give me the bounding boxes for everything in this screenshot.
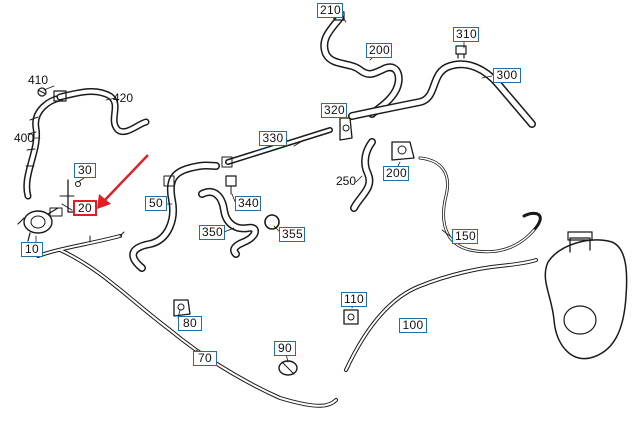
callout-100[interactable]: 100 <box>399 318 427 333</box>
ring-355 <box>264 214 280 230</box>
label-420: 420 <box>113 91 134 105</box>
line-100 <box>344 258 538 372</box>
hose-350 <box>198 188 259 258</box>
callout-110[interactable]: 110 <box>341 292 367 307</box>
highlight-arrow <box>97 154 149 209</box>
clip-310 <box>455 45 467 59</box>
pipe-330 <box>221 127 333 168</box>
callout-70[interactable]: 70 <box>193 351 217 366</box>
valve-200-lower <box>391 141 415 161</box>
callout-80[interactable]: 80 <box>178 316 202 331</box>
label-400: 400 <box>14 131 35 145</box>
line-150 <box>418 156 542 254</box>
clip-80 <box>173 299 191 317</box>
callout-10[interactable]: 10 <box>21 242 43 257</box>
callout-20[interactable]: 20 <box>73 200 97 216</box>
callout-350[interactable]: 350 <box>199 225 225 240</box>
callout-320[interactable]: 320 <box>321 103 347 118</box>
hose-420 <box>53 87 150 136</box>
hose-300 <box>348 60 536 128</box>
callout-90[interactable]: 90 <box>274 341 296 356</box>
label-410: 410 <box>28 73 49 87</box>
connector-320 <box>339 117 353 141</box>
hose-400 <box>23 94 64 200</box>
hose-200-upper <box>320 11 403 118</box>
callout-355[interactable]: 355 <box>279 227 305 242</box>
clip-410 <box>37 87 47 97</box>
callout-30[interactable]: 30 <box>74 163 96 178</box>
expansion-tank <box>544 231 628 360</box>
callout-210[interactable]: 210 <box>317 3 343 18</box>
callout-300[interactable]: 300 <box>493 68 521 83</box>
callout-50[interactable]: 50 <box>145 196 167 211</box>
clamp-340 <box>225 175 237 195</box>
callout-330[interactable]: 330 <box>259 131 287 146</box>
callout-200-upper[interactable]: 200 <box>366 43 392 58</box>
label-250: 250 <box>336 174 357 188</box>
pump-10 <box>17 207 63 242</box>
callout-150[interactable]: 150 <box>452 229 478 244</box>
clip-110 <box>343 309 359 325</box>
callout-310[interactable]: 310 <box>453 27 479 42</box>
hose-50 <box>129 161 220 272</box>
hose-250 <box>350 138 376 212</box>
callout-340[interactable]: 340 <box>235 196 261 211</box>
clip-90 <box>278 360 298 376</box>
callout-200-lower[interactable]: 200 <box>383 166 409 181</box>
